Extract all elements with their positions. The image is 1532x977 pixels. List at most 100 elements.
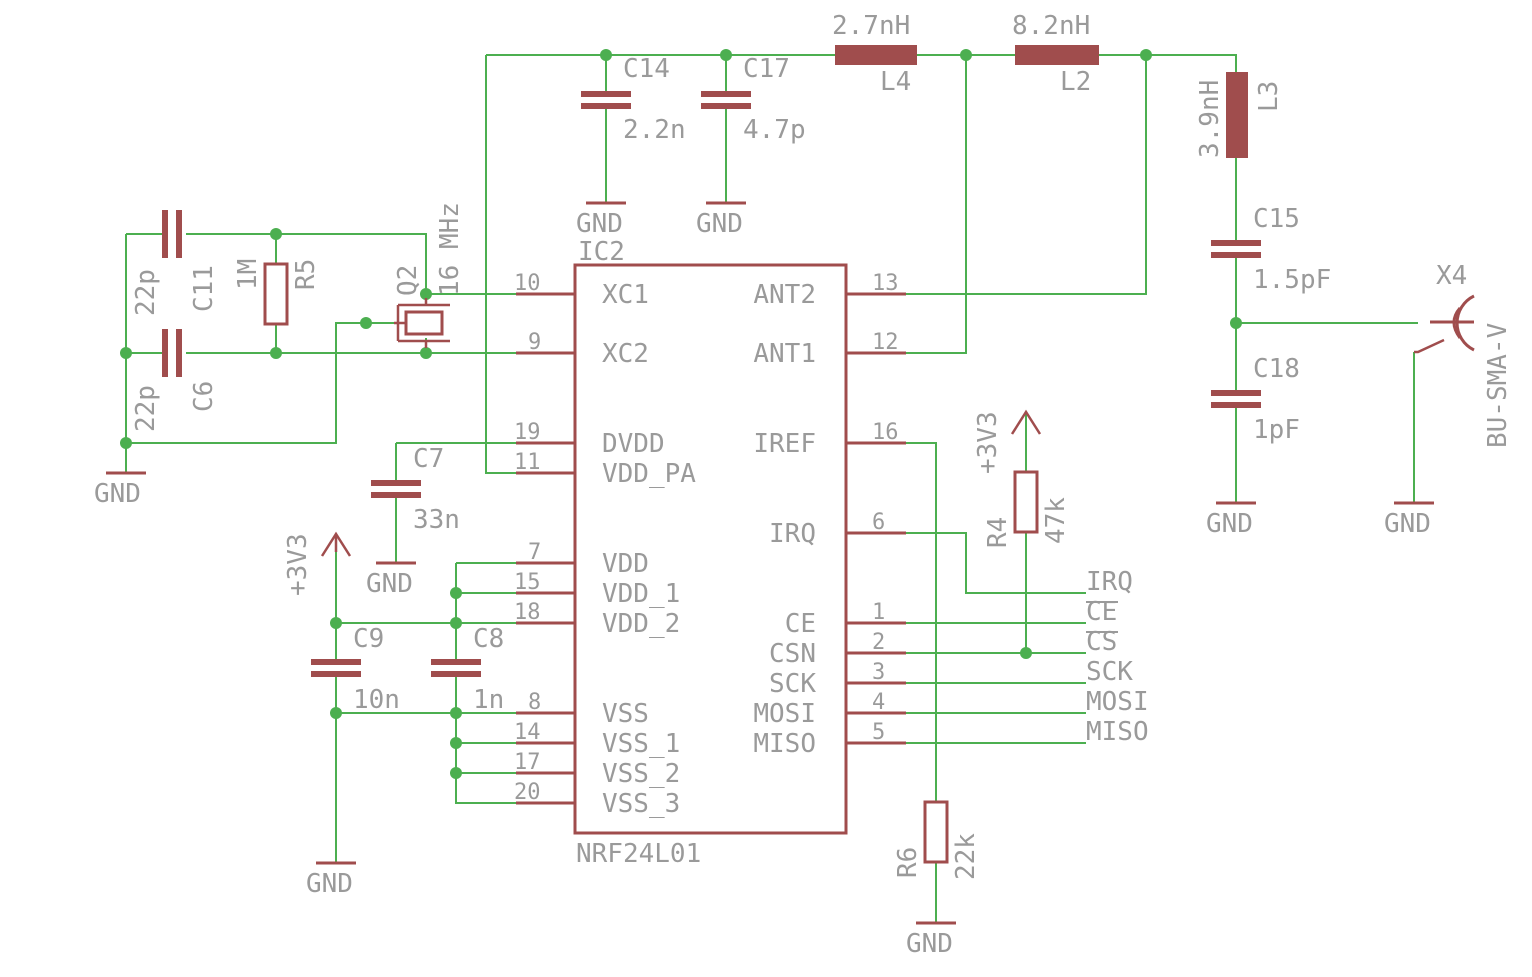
capacitor-c11: 22p C11 (131, 210, 219, 316)
pin-num-18: 18 (514, 600, 541, 625)
wires (125, 54, 1418, 922)
gnd-label: GND (1384, 509, 1431, 539)
q2-name: Q2 (393, 265, 423, 296)
supply-3v3-right: +3V3 (973, 409, 1042, 474)
signal-miso: MISO (1086, 717, 1149, 747)
l3-value: 3.9nH (1195, 80, 1225, 158)
v33-left-label: +3V3 (283, 533, 313, 596)
pin-num-11: 11 (514, 450, 541, 475)
ic2-value: NRF24L01 (576, 839, 701, 869)
gnd-symbol-c7: GND (366, 561, 416, 599)
pin-label-vdd-1: VDD_1 (602, 579, 680, 609)
pin-label-dvdd: DVDD (602, 429, 665, 459)
c6-value: 22p (131, 385, 161, 432)
pin-num-2: 2 (872, 630, 885, 655)
pin-num-17: 17 (514, 750, 541, 775)
capacitor-c15: C15 1.5pF (1211, 204, 1331, 295)
gnd-symbol-c18: GND (1206, 501, 1256, 539)
c15-name: C15 (1253, 204, 1300, 234)
r5-value: 1M (233, 259, 263, 290)
c8-name: C8 (473, 624, 504, 654)
gnd-symbol-c17: GND (696, 201, 746, 239)
resistor-r5: 1M R5 (233, 259, 321, 326)
gnd-symbol-x4: GND (1384, 501, 1434, 539)
gnd-label: GND (1206, 509, 1253, 539)
pin-label-xc2: XC2 (602, 339, 649, 369)
c17-name: C17 (743, 54, 790, 84)
pin-label-ce: CE (785, 609, 816, 639)
pin-label-vdd-pa: VDD_PA (602, 459, 696, 489)
inductor-l2: 8.2nH L2 (1012, 11, 1099, 97)
gnd-symbol-c14: GND (576, 201, 626, 239)
gnd-label: GND (306, 869, 353, 899)
r6-value: 22k (951, 833, 981, 880)
gnd-symbol-r6: GND (906, 921, 956, 959)
capacitor-c7: C7 33n (371, 444, 460, 535)
l2-value: 8.2nH (1012, 11, 1090, 41)
c14-value: 2.2n (623, 115, 686, 145)
signal-mosi: MOSI (1086, 687, 1149, 717)
x4-value: BU-SMA-V (1483, 323, 1513, 448)
ic2-name: IC2 (578, 237, 625, 267)
pin-label-miso: MISO (753, 729, 816, 759)
pin-num-16: 16 (872, 420, 899, 445)
junctions (120, 49, 1242, 779)
resistor-r6: R6 22k (893, 800, 981, 880)
c7-value: 33n (413, 505, 460, 535)
inductor-l4: 2.7nH L4 (832, 11, 917, 97)
c14-name: C14 (623, 54, 670, 84)
pin-num-1: 1 (872, 600, 885, 625)
connector-x4: X4 BU-SMA-V (1414, 261, 1513, 448)
supply-3v3-left: +3V3 (283, 531, 352, 596)
pin-label-sck: SCK (769, 669, 816, 699)
resistor-r4: R4 47k (983, 470, 1071, 548)
pin-num-8: 8 (528, 690, 541, 715)
pin-label-vss-3: VSS_3 (602, 789, 680, 819)
pin-label-mosi: MOSI (753, 699, 816, 729)
l4-name: L4 (880, 67, 911, 97)
capacitor-c18: C18 1pF (1211, 354, 1300, 445)
pin-label-vss: VSS (602, 699, 649, 729)
pin-label-vss-2: VSS_2 (602, 759, 680, 789)
pin-label-vdd-2: VDD_2 (602, 609, 680, 639)
pin-label-ant2: ANT2 (753, 280, 816, 310)
pin-num-19: 19 (514, 420, 541, 445)
gnd-label: GND (696, 209, 743, 239)
capacitor-c14: C14 2.2n (581, 54, 686, 145)
pin-num-9: 9 (528, 330, 541, 355)
ic2-pin-lines (516, 292, 906, 805)
pin-num-5: 5 (872, 720, 885, 745)
c11-value: 22p (131, 269, 161, 316)
capacitor-c17: C17 4.7p (701, 54, 806, 145)
c6-name: C6 (189, 381, 219, 412)
pin-num-20: 20 (514, 780, 541, 805)
gnd-symbol-vss: GND (306, 861, 356, 899)
pin-label-vdd: VDD (602, 549, 649, 579)
capacitor-c9: C9 10n (311, 624, 400, 715)
c9-value: 10n (353, 685, 400, 715)
l3-name: L3 (1254, 81, 1284, 112)
q2-value: 16 MHz (435, 202, 465, 296)
pin-label-iref: IREF (753, 429, 816, 459)
pin-label-irq: IRQ (769, 519, 816, 549)
l2-name: L2 (1060, 67, 1091, 97)
pin-label-vss-1: VSS_1 (602, 729, 680, 759)
v33-right-label: +3V3 (973, 411, 1003, 474)
c18-name: C18 (1253, 354, 1300, 384)
c15-value: 1.5pF (1253, 265, 1331, 295)
r4-value: 47k (1041, 497, 1071, 544)
pin-num-12: 12 (872, 330, 899, 355)
pin-label-xc1: XC1 (602, 280, 649, 310)
r4-name: R4 (983, 517, 1013, 548)
pin-label-ant1: ANT1 (753, 339, 816, 369)
pin-num-3: 3 (872, 660, 885, 685)
gnd-label: GND (576, 209, 623, 239)
r6-name: R6 (893, 847, 923, 878)
pin-num-10: 10 (514, 271, 541, 296)
gnd-symbol-crystal: GND (94, 471, 146, 509)
gnd-label: GND (366, 569, 413, 599)
r5-name: R5 (291, 259, 321, 290)
signal-irq: IRQ (1086, 567, 1133, 597)
pin-num-14: 14 (514, 720, 541, 745)
